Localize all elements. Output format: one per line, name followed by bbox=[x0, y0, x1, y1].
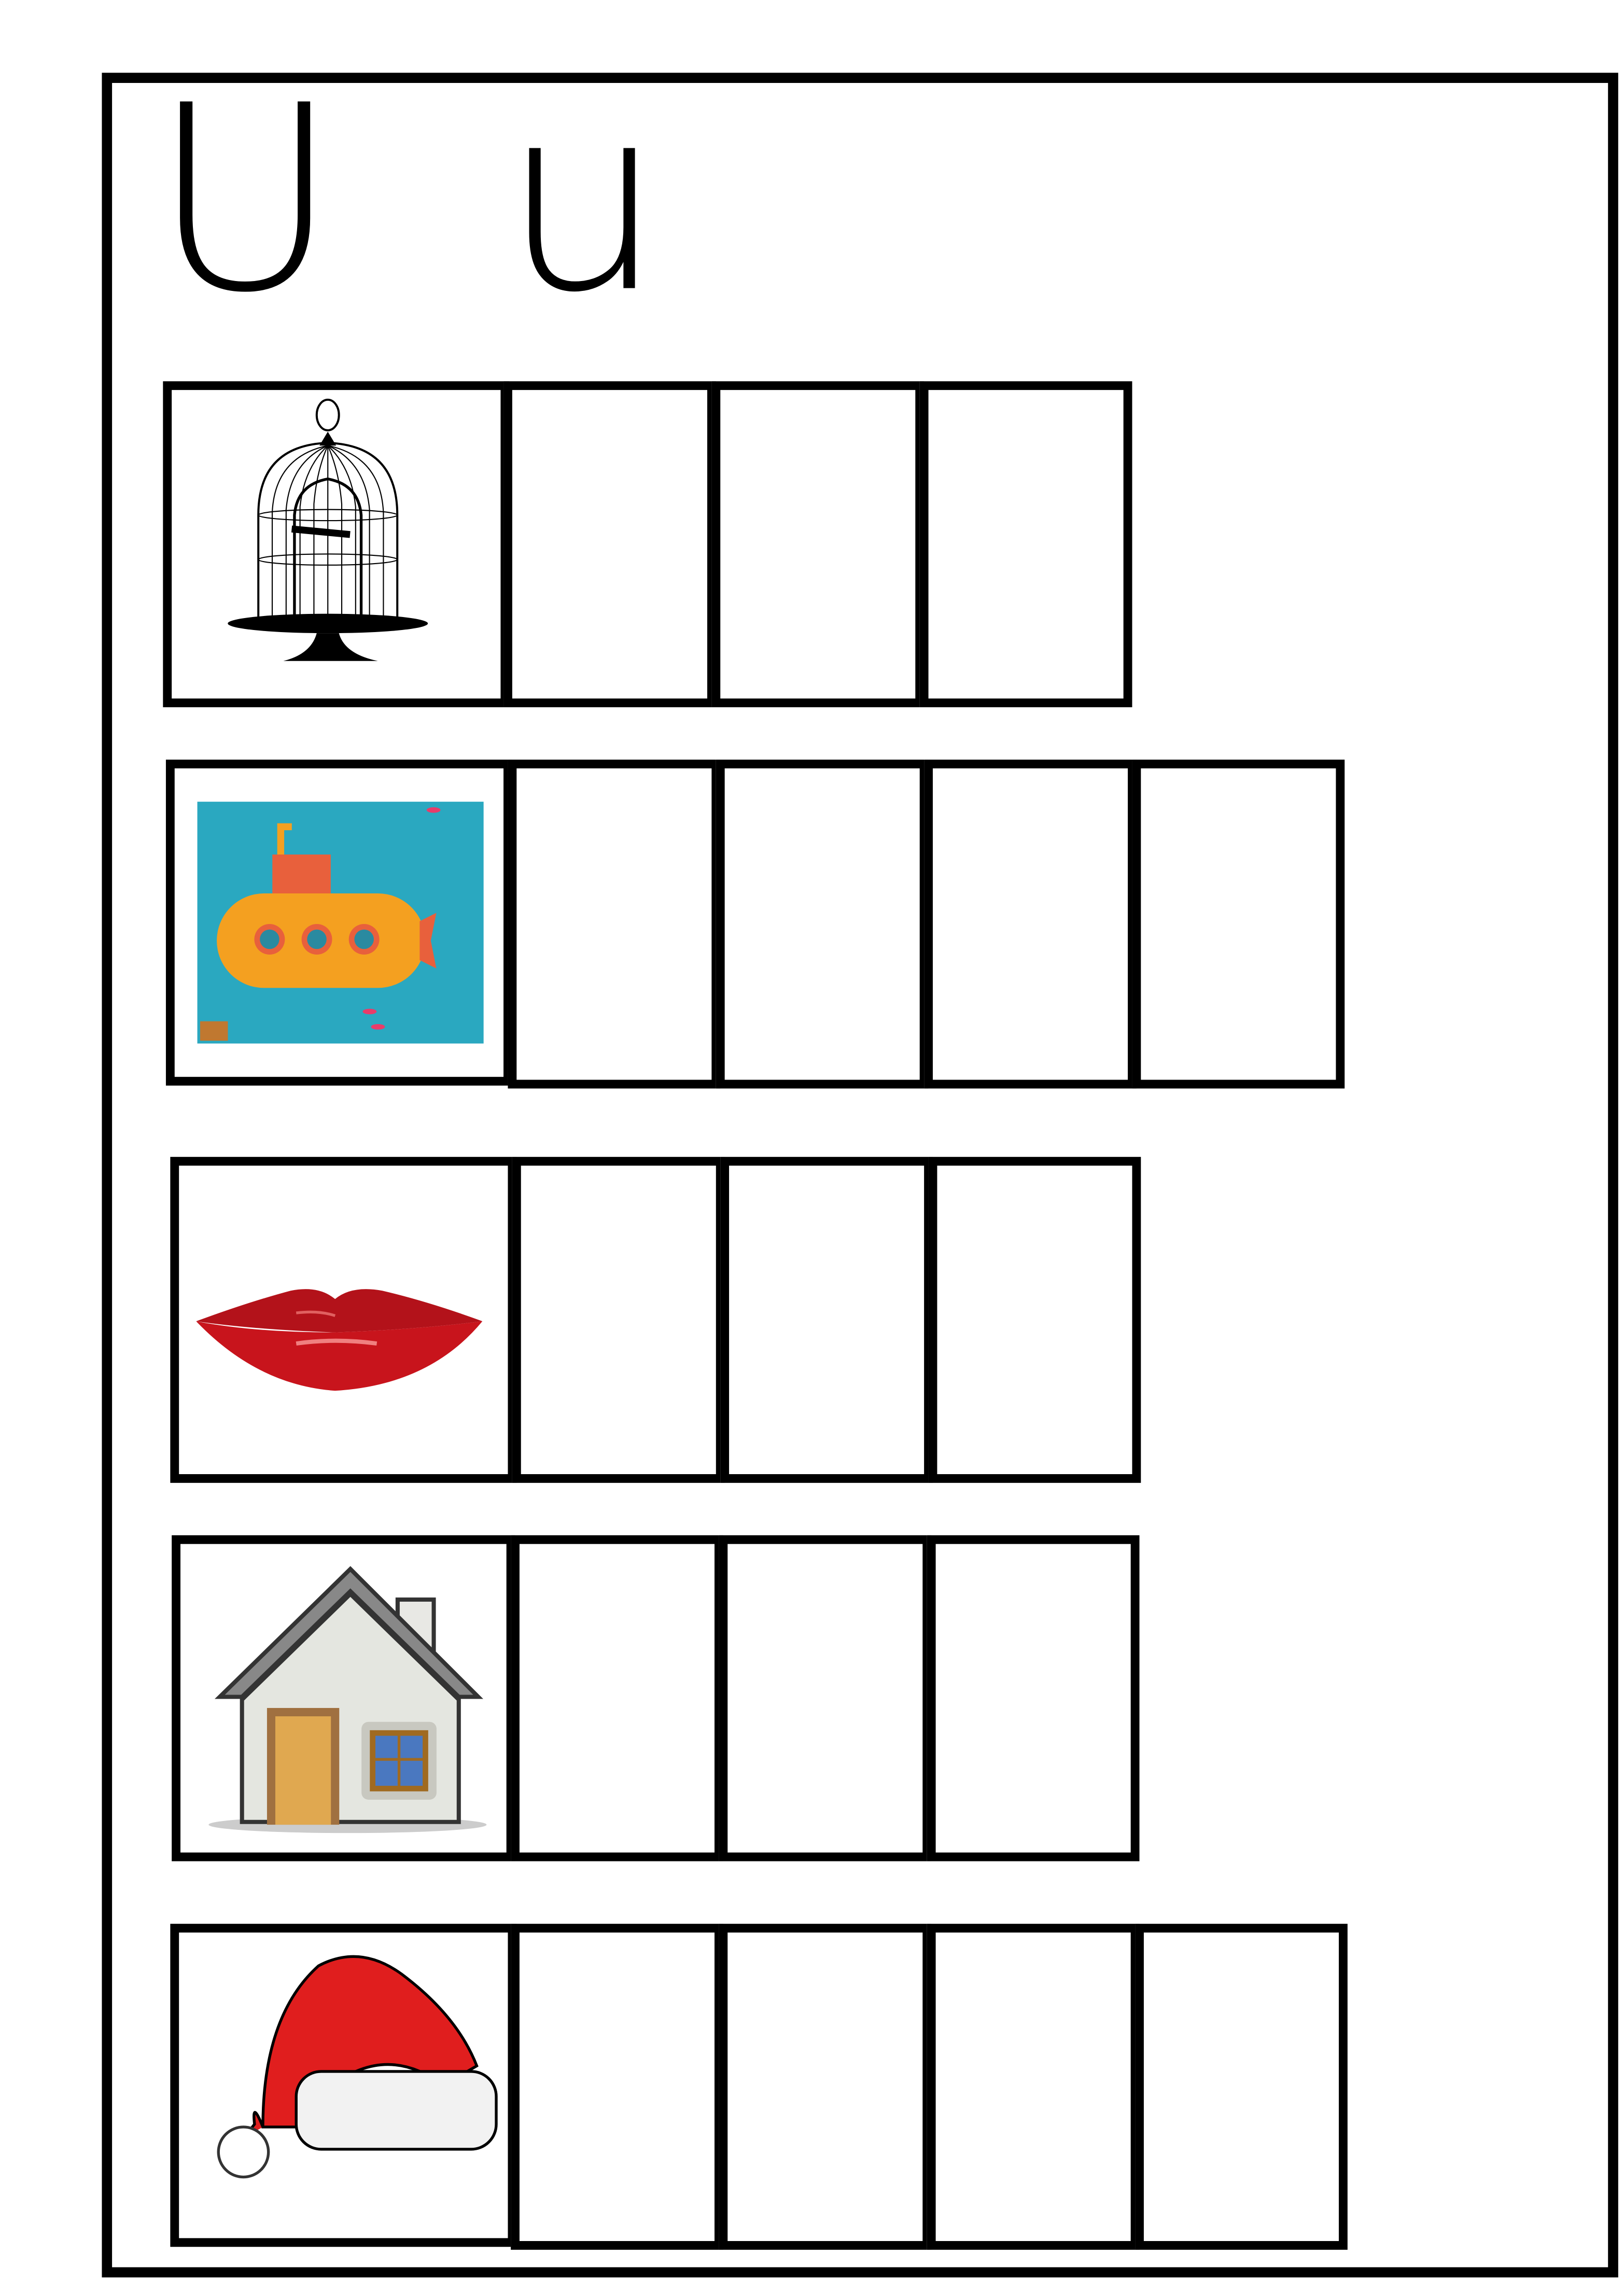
letter-box[interactable] bbox=[512, 1157, 725, 1483]
letter-box[interactable] bbox=[927, 1535, 1140, 1861]
santa-hat-icon bbox=[217, 1955, 498, 2179]
letter-box[interactable] bbox=[720, 1157, 933, 1483]
picture-santa-hat bbox=[170, 1924, 517, 2247]
letter-box[interactable] bbox=[1132, 759, 1345, 1089]
letter-box[interactable] bbox=[719, 1924, 932, 2250]
letter-box[interactable] bbox=[927, 1924, 1140, 2250]
worksheet-border bbox=[102, 73, 1618, 2278]
letter-box[interactable] bbox=[511, 1924, 723, 2250]
letter-box[interactable] bbox=[711, 381, 925, 707]
letter-box[interactable] bbox=[928, 1157, 1141, 1483]
letter-box[interactable] bbox=[1135, 1924, 1348, 2250]
house-icon bbox=[208, 1566, 487, 1833]
letter-heading: U u bbox=[151, 51, 664, 349]
picture-birdcage bbox=[163, 381, 510, 707]
letter-box[interactable] bbox=[919, 381, 1132, 707]
letter-box[interactable] bbox=[719, 1535, 932, 1861]
letter-box[interactable] bbox=[924, 759, 1137, 1089]
letter-box[interactable] bbox=[716, 759, 929, 1089]
birdcage-icon bbox=[228, 398, 428, 661]
lips-icon bbox=[196, 1289, 483, 1391]
picture-submarine bbox=[165, 759, 512, 1086]
picture-lips bbox=[170, 1157, 517, 1483]
letter-box[interactable] bbox=[508, 759, 721, 1089]
letter-box[interactable] bbox=[503, 381, 716, 707]
letter-box[interactable] bbox=[511, 1535, 723, 1861]
picture-house bbox=[172, 1535, 515, 1861]
submarine-icon bbox=[197, 802, 484, 1044]
